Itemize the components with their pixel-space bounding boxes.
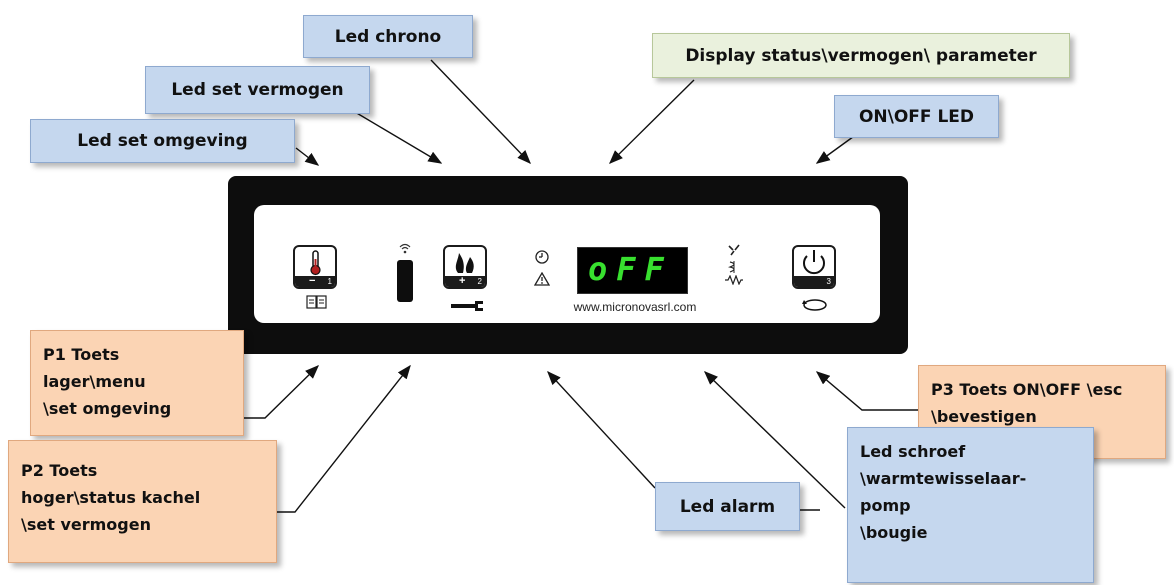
p2-key[interactable]: + 2: [443, 245, 487, 289]
callout-led-set-vermogen: Led set vermogen: [145, 66, 370, 114]
callout-p1-toets: P1 Toets lager\menu \set omgeving: [30, 330, 244, 436]
status-display: oFF: [577, 247, 688, 294]
callout-led-alarm-text: Led alarm: [679, 496, 776, 517]
leader-display-status: [609, 79, 695, 164]
callout-led-alarm: Led alarm: [655, 482, 800, 531]
fan-icon: [728, 244, 740, 256]
leader-led-schroef: [703, 371, 846, 509]
p3-key[interactable]: 3: [792, 245, 836, 289]
flame-icon: [455, 253, 474, 273]
callout-onoff-led-text: ON\OFF LED: [858, 106, 975, 127]
p1-key-symbol: −: [309, 275, 316, 287]
display-readout: oFF: [588, 250, 673, 288]
warning-icon: [534, 272, 550, 286]
leader-led-alarm: [547, 370, 656, 489]
leader-led-set-omgeving: [295, 147, 320, 166]
power-icon: [803, 250, 825, 275]
resistor-icon: [725, 275, 743, 285]
leader-led-set-vermogen: [354, 111, 443, 164]
control-panel: − 1 + 2: [228, 176, 908, 354]
callout-p2-toets: P2 Toets hoger\status kachel \set vermog…: [8, 440, 277, 563]
callout-display-status-text: Display status\vermogen\ parameter: [685, 45, 1037, 66]
callout-onoff-led: ON\OFF LED: [834, 95, 999, 138]
p2-key-symbol: +: [459, 275, 466, 287]
p1-key-number: 1: [327, 277, 332, 286]
callout-led-set-omgeving-text: Led set omgeving: [77, 131, 248, 151]
manufacturer-url: www.micronovasrl.com: [573, 300, 697, 314]
callout-p2-toets-text: P2 Toets hoger\status kachel \set vermog…: [21, 461, 201, 534]
thermometer-icon: [310, 250, 321, 276]
callout-led-chrono-text: Led chrono: [334, 26, 442, 47]
callout-led-set-omgeving: Led set omgeving: [30, 119, 295, 163]
p1-key[interactable]: − 1: [293, 245, 337, 289]
book-icon: [306, 295, 327, 309]
callout-display-status: Display status\vermogen\ parameter: [652, 33, 1070, 78]
leader-led-chrono: [430, 59, 531, 165]
leader-p1: [244, 365, 319, 419]
wrench-icon: [451, 301, 483, 311]
callout-led-schroef-text: Led schroef \warmtewisselaar- pomp \boug…: [860, 442, 1027, 542]
leader-onoff-led: [815, 133, 858, 164]
callout-led-set-vermogen-text: Led set vermogen: [171, 80, 344, 100]
wifi-icon: [399, 243, 411, 254]
p3-key-number: 3: [826, 277, 831, 286]
clock-icon: [535, 250, 549, 264]
leader-p2: [277, 364, 411, 513]
panel-face: − 1 + 2: [254, 205, 880, 323]
callout-p1-toets-text: P1 Toets lager\menu \set omgeving: [43, 345, 172, 418]
callout-led-chrono: Led chrono: [303, 15, 473, 58]
cycle-icon: [802, 299, 827, 311]
screw-icon: [727, 261, 735, 273]
callout-p3-toets-text: P3 Toets ON\OFF \esc \bevestigen: [931, 380, 1123, 426]
p2-key-number: 2: [477, 277, 482, 286]
callout-led-schroef: Led schroef \warmtewisselaar- pomp \boug…: [847, 427, 1094, 583]
remote-receiver: [397, 260, 413, 302]
leader-p3: [815, 371, 918, 411]
